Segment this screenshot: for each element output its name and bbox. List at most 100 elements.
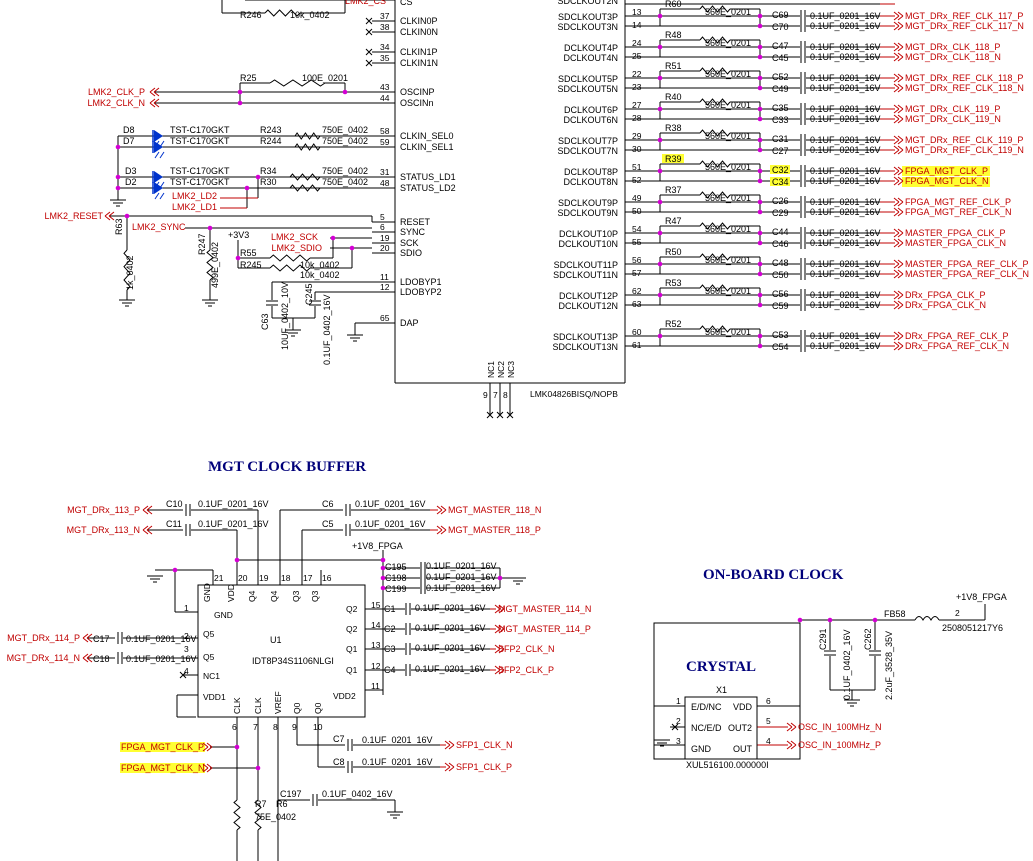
ac-cap-ref: C53 (772, 330, 789, 340)
r-val: 75E_0402 (255, 812, 296, 822)
resistor-symbol (699, 253, 731, 261)
lmk-top-right-pin: SDCLKOUT2N (557, 0, 618, 6)
lmk-right-pin-name: SDCLKOUT11N (553, 270, 618, 280)
lmk-pin-num: 55 (632, 237, 642, 247)
resistor-symbol (699, 284, 731, 292)
clk-in-net: FPGA_MGT_CLK_N (121, 763, 205, 773)
lmk-pin-num: 44 (380, 93, 390, 103)
led-icon (154, 130, 163, 142)
buf-right-ref: C3 (384, 644, 396, 654)
junction-dot (380, 585, 386, 591)
ld2-net: LMK2_LD2 (172, 191, 217, 201)
buf-top-net: MGT_MASTER_118_N (448, 505, 541, 515)
ac-cap-val: 0.1UF_0201_16V (810, 52, 881, 62)
term-res-ref: R38 (665, 123, 682, 133)
lmk-pin-name: OSCINn (400, 98, 434, 108)
term-res-val: 560E_0201 (705, 255, 751, 265)
buffer-pin-num: 17 (303, 573, 313, 583)
c63-ref: C63 (260, 313, 270, 330)
lmk-pin-num: 34 (380, 42, 390, 52)
crystal-pin-name: VDD (733, 702, 753, 712)
r55-val: 10k_0402 (300, 260, 340, 270)
r246-resistor (264, 9, 301, 17)
resistor-symbol (206, 249, 214, 281)
lmk-pin-num: 54 (632, 224, 642, 234)
lmk-right-pin-name: SDCLKOUT3P (558, 12, 618, 22)
offpage-right-icon (893, 104, 904, 114)
lmk-right-pin-name: SDCLKOUT13P (553, 332, 618, 342)
out-net-n: MGT_DRx_CLK_118_N (905, 52, 1001, 62)
offpage-right-icon (494, 624, 505, 634)
buffer-pin-name: GND (202, 583, 212, 602)
junction-dot (757, 168, 763, 174)
junction-dot (757, 13, 763, 19)
buffer-pin-name: Q4 (269, 590, 279, 602)
resistor-symbol (699, 160, 731, 168)
term-res-ref: R39 (665, 154, 682, 164)
buf-in-net: MGT_DRx_113_P (67, 505, 140, 515)
c197-ref: C197 (280, 789, 302, 799)
highlight-mark (902, 177, 990, 187)
r247-ref: R247 (197, 233, 207, 255)
buf-bot-ref: C8 (333, 757, 345, 767)
lmk-pin-num: 61 (632, 340, 642, 350)
lmk-pin-num: 29 (632, 131, 642, 141)
buffer-pin-name: Q3 (291, 590, 301, 602)
junction-dot (757, 75, 763, 81)
junction-dot (657, 230, 663, 236)
v33-net: +3V3 (228, 230, 249, 240)
buf-in-net: MGT_DRx_113_N (67, 525, 140, 535)
ac-cap-ref: C29 (772, 208, 789, 218)
out-net-n: DRx_FPGA_CLK_N (905, 300, 986, 310)
offpage-right-icon (893, 135, 904, 145)
buf-right-net: SFP2_CLK_N (498, 644, 555, 654)
term-res-val: 560E_0201 (705, 327, 751, 337)
junction-dot (757, 44, 763, 50)
buf-bot-val: 0.1UF_0201_16V (362, 757, 433, 767)
term-res-ref: R47 (665, 216, 682, 226)
buffer-pin-num: 11 (371, 681, 380, 691)
ac-cap-val: 0.1UF_0201_16V (810, 341, 881, 351)
c262-val: 2.2uF_3528_35V (884, 631, 894, 700)
fb-val: 2508051217Y6 (942, 623, 1003, 633)
buffer-pin-name: Q4 (247, 590, 257, 602)
r246-ref: R246 (240, 10, 262, 20)
lmk-pin-num: 6 (380, 222, 385, 232)
junction-dot (657, 199, 663, 205)
buf-right-ref: C4 (384, 665, 396, 675)
ac-cap-val: 0.1UF_0201_16V (810, 21, 881, 31)
junction-dot (657, 44, 663, 50)
no-connect-icon (506, 411, 514, 419)
r30-val: 750E_0402 (322, 177, 368, 187)
lmk-pin-name: OSCINP (400, 87, 435, 97)
led-icon (154, 151, 165, 159)
junction-dot (255, 765, 261, 771)
offpage-right-icon (202, 763, 213, 773)
junction-dot (380, 575, 386, 581)
buffer-part: IDT8P34S1106NLGI (252, 656, 334, 666)
decap-ref: C198 (385, 573, 407, 583)
highlight-mark (902, 166, 990, 176)
lmk-pin-num: 38 (380, 22, 390, 32)
junction-dot (827, 617, 833, 623)
crystal-pin-num: 2 (676, 716, 681, 726)
resistor-symbol (699, 129, 731, 137)
buffer-pin-name: VDD2 (333, 691, 356, 701)
buffer-pin-name: VREF (273, 691, 283, 714)
buf-left-net: MGT_DRx_114_P (7, 633, 80, 643)
r55-ref: R55 (240, 248, 257, 258)
term-res-val: 560E_0201 (705, 286, 751, 296)
junction-dot (657, 292, 663, 298)
ac-cap-val: 0.1UF_0201_16V (810, 197, 881, 207)
junction-dot (207, 225, 213, 231)
term-res-ref: R50 (665, 247, 682, 257)
lmk-pin-name: CLKIN0N (400, 27, 438, 37)
lmk-pin-name: SDIO (400, 248, 422, 258)
offpage-right-icon (893, 300, 904, 310)
crystal-pin-num: 3 (676, 736, 681, 746)
crystal-body (684, 696, 758, 760)
ac-cap-ref: C26 (772, 196, 789, 206)
offpage-right-icon (444, 762, 455, 772)
buf-right-ref: C1 (384, 604, 396, 614)
lmk-right-pin-name: SDCLKOUT7P (558, 136, 618, 146)
